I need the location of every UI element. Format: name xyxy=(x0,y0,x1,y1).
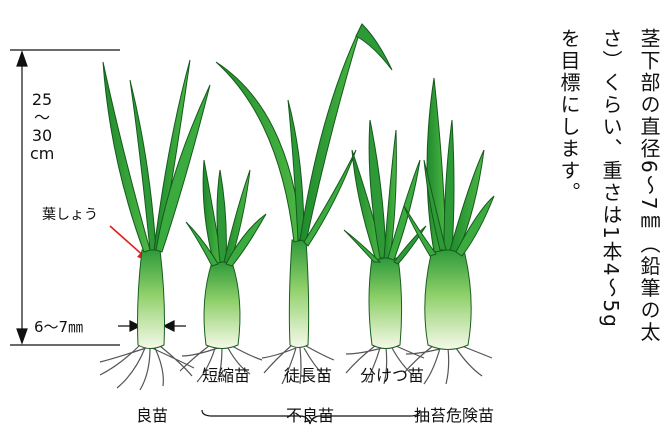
good-seedling-plant xyxy=(100,60,210,390)
leaf-sheath-label: 葉しょう xyxy=(42,204,98,224)
diameter-label: 6〜7㎜ xyxy=(34,316,83,337)
shortened-seedling-label: 短縮苗 xyxy=(202,362,250,386)
height-value-25: 25 xyxy=(30,90,54,110)
height-range-tilde: 〜 xyxy=(30,108,54,128)
height-unit: cm xyxy=(30,144,54,164)
vertical-text-col-2: さ）くらい、重さは1本4〜5g xyxy=(598,28,624,329)
height-value-30: 30 xyxy=(30,126,54,146)
vertical-text-col-3: を目標にします。 xyxy=(556,28,582,204)
defective-seedling-label: 不良苗 xyxy=(286,402,334,426)
tillered-seedling-label: 分けつ苗 xyxy=(360,362,424,386)
vertical-text-col-1: 茎下部の直径6〜7㎜（鉛筆の太 xyxy=(636,28,662,343)
elongated-seedling-label: 徒長苗 xyxy=(284,362,332,386)
bolting-risk-seedling-label: 抽苔危険苗 xyxy=(414,402,494,426)
shortened-seedling-plant xyxy=(180,160,266,382)
good-seedling-label: 良苗 xyxy=(136,402,168,426)
bolting-risk-seedling-plant xyxy=(404,78,494,384)
height-dimension xyxy=(10,50,120,345)
tillered-seedling-plant xyxy=(344,120,426,384)
